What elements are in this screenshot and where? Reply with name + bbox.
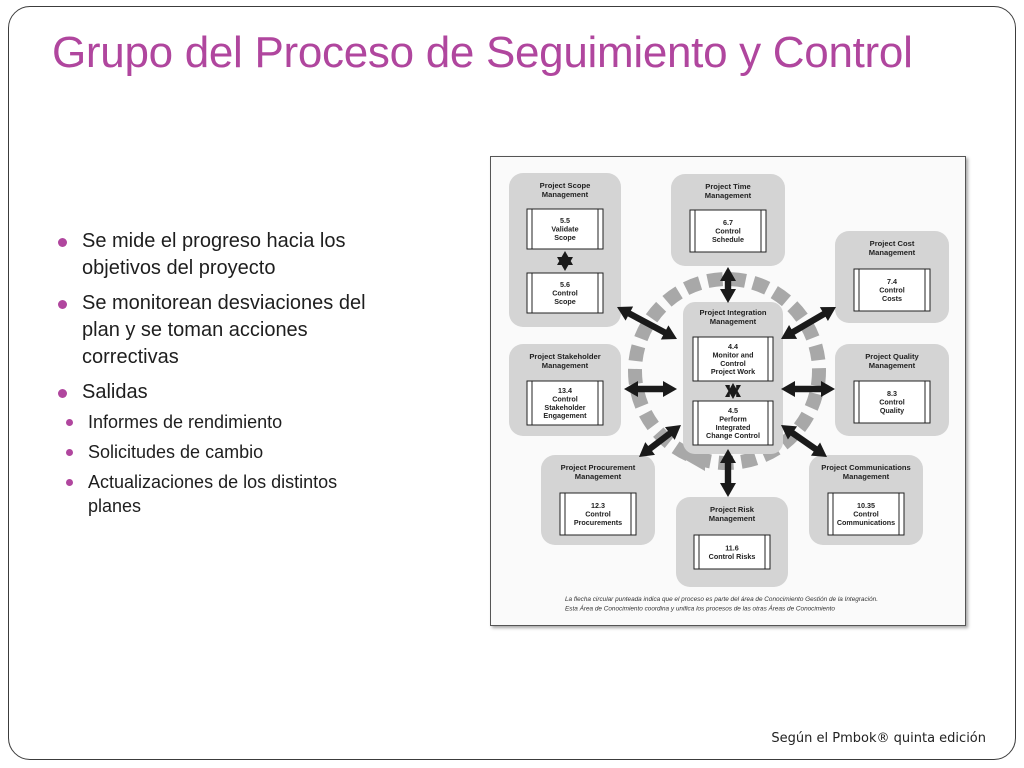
arrow-risk-center-shape — [720, 449, 736, 497]
arrow-time-center — [720, 267, 736, 303]
scope-internal-arrow-shape — [557, 251, 573, 271]
center-process-4-5-frame — [692, 400, 774, 446]
diagram-footnote-line: La flecha circular punteada indica que e… — [565, 596, 878, 603]
center-internal-arrow-shape — [725, 383, 741, 399]
area-stakeholder-process-13-4-frame — [526, 380, 604, 426]
diagram-footnote: La flecha circular punteada indica que e… — [565, 596, 878, 613]
arrow-communications-center-shape — [781, 425, 827, 457]
scope-internal-arrow — [557, 251, 573, 271]
bullet-list: Se mide el progreso hacia los objetivos … — [56, 228, 386, 526]
arrow-risk-center — [720, 449, 736, 497]
area-cost-process-7-4-frame — [853, 268, 931, 312]
arrow-cost-center-shape — [781, 307, 836, 339]
sub-bullet-item: Solicitudes de cambio — [58, 440, 362, 464]
arrow-procurement-center-shape — [639, 425, 681, 457]
sub-bullet-item: Actualizaciones de los distintos planes — [58, 470, 362, 518]
bullet-item: Salidas Informes de rendimiento Solicitu… — [56, 379, 386, 518]
area-time-process-6-7-frame — [689, 209, 767, 253]
arrow-quality-center — [781, 381, 835, 397]
bullet-item: Se monitorean desviaciones del plan y se… — [56, 290, 386, 371]
slide-title: Grupo del Proceso de Seguimiento y Contr… — [52, 28, 913, 77]
area-communications-process-10-35-frame — [827, 492, 905, 536]
arrow-communications-center — [781, 425, 827, 457]
arrow-stakeholder-center — [624, 381, 677, 397]
sub-bullet-list: Informes de rendimiento Solicitudes de c… — [66, 410, 386, 518]
sub-bullet-item: Informes de rendimiento — [58, 410, 362, 434]
arrow-time-center-shape — [720, 267, 736, 303]
arrow-scope-center-shape — [617, 306, 677, 340]
area-quality-process-8-3-frame — [853, 380, 931, 424]
area-procurement-process-12-3-frame — [559, 492, 637, 536]
arrow-quality-center-shape — [781, 381, 835, 397]
center-internal-arrow — [725, 383, 741, 399]
area-risk-process-11-6-frame — [693, 534, 771, 570]
diagram-footnote-line: Esta Área de Conocimiento coordina y uni… — [565, 604, 835, 613]
bullet-item-label: Salidas — [82, 381, 148, 403]
center-process-4-4-frame — [692, 336, 774, 382]
arrow-procurement-center — [639, 425, 681, 457]
source-footer: Según el Pmbok® quinta edición — [771, 731, 986, 746]
area-scope-process-5-5-frame — [526, 208, 604, 250]
arrow-stakeholder-center-shape — [624, 381, 677, 397]
area-scope-process-5-6-frame — [526, 272, 604, 314]
arrow-cost-center — [781, 307, 836, 339]
arrow-scope-center — [617, 306, 677, 340]
bullet-item: Se mide el progreso hacia los objetivos … — [56, 228, 386, 282]
